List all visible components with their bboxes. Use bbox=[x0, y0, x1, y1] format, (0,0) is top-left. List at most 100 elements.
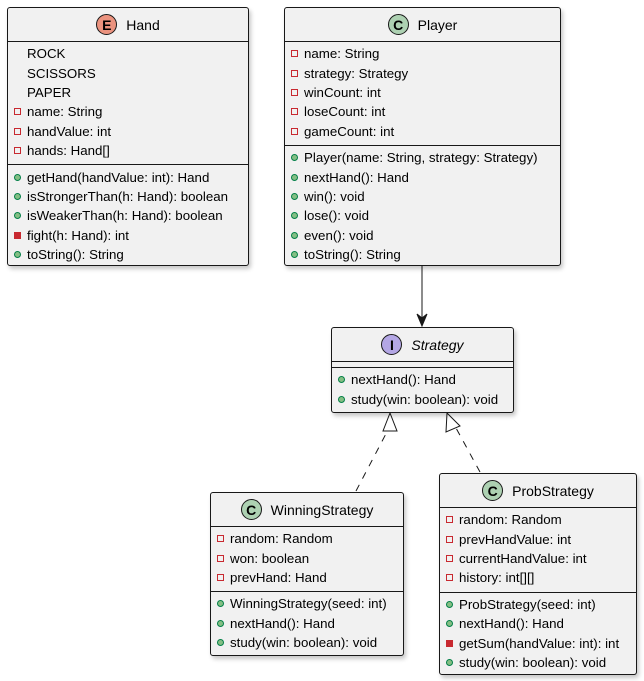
private-visibility-icon bbox=[217, 554, 224, 562]
field-text: hands: Hand[] bbox=[27, 143, 110, 159]
field-text: SCISSORS bbox=[27, 65, 96, 81]
enum-badge-icon: E bbox=[96, 14, 118, 35]
public-visibility-icon bbox=[291, 251, 298, 259]
method-row: WinningStrategy(seed: int) bbox=[211, 594, 403, 613]
public-visibility-icon bbox=[291, 173, 298, 181]
association-arrowhead bbox=[416, 313, 428, 328]
public-visibility-icon bbox=[446, 658, 453, 666]
class-header: C WinningStrategy bbox=[211, 493, 403, 526]
realization-arrowhead-winning bbox=[382, 411, 398, 432]
method-row: even(): void bbox=[285, 226, 560, 245]
class-name: Hand bbox=[126, 16, 160, 33]
field-row: won: boolean bbox=[211, 548, 403, 567]
public-visibility-icon bbox=[217, 600, 224, 608]
public-visibility-icon bbox=[14, 212, 21, 220]
class-name: Player bbox=[417, 16, 458, 33]
field-text: ROCK bbox=[27, 46, 66, 62]
field-row: name: String bbox=[285, 44, 560, 63]
methods-section: WinningStrategy(seed: int)nextHand(): Ha… bbox=[211, 591, 403, 656]
public-visibility-icon bbox=[14, 251, 21, 259]
public-visibility-icon bbox=[291, 192, 298, 200]
field-row: name: String bbox=[8, 102, 248, 121]
realization-winning-strategy bbox=[355, 427, 390, 492]
method-row: study(win: boolean): void bbox=[211, 633, 403, 652]
field-text: random: Random bbox=[459, 512, 562, 528]
method-row: nextHand(): Hand bbox=[332, 370, 513, 389]
private-method-visibility-icon bbox=[446, 639, 453, 647]
private-visibility-icon bbox=[291, 69, 298, 77]
fields-section: ROCK SCISSORS PAPER name: String handValue: … bbox=[8, 41, 248, 164]
field-text: PAPER bbox=[27, 84, 72, 100]
private-visibility-icon bbox=[14, 108, 21, 116]
method-text: nextHand(): Hand bbox=[459, 616, 564, 632]
field-row: strategy: Strategy bbox=[285, 63, 560, 82]
class-header: C Player bbox=[285, 8, 560, 41]
field-text: winCount: int bbox=[304, 84, 381, 100]
class-player[interactable]: C Player name: String strategy: Strategy w… bbox=[284, 7, 561, 266]
method-row: nextHand(): Hand bbox=[440, 614, 636, 633]
method-row: toString(): String bbox=[8, 245, 248, 264]
methods-section: Player(name: String, strategy: Strategy)… bbox=[285, 144, 560, 268]
field-row: loseCount: int bbox=[285, 102, 560, 121]
method-row: isWeakerThan(h: Hand): boolean bbox=[8, 206, 248, 225]
class-hand[interactable]: E Hand ROCK SCISSORS PAPER name: String hand… bbox=[7, 7, 249, 266]
field-row: history: int[][] bbox=[440, 568, 636, 587]
field-row: random: Random bbox=[211, 529, 403, 548]
class-header: I Strategy bbox=[332, 328, 513, 361]
class-name: ProbStrategy bbox=[512, 482, 594, 499]
field-row: prevHandValue: int bbox=[440, 529, 636, 548]
private-method-visibility-icon bbox=[14, 231, 21, 239]
class-badge-icon: C bbox=[240, 499, 262, 520]
private-visibility-icon bbox=[446, 535, 453, 543]
private-visibility-icon bbox=[446, 554, 453, 562]
method-text: nextHand(): Hand bbox=[304, 169, 409, 185]
methods-section: ProbStrategy(seed: int) nextHand(): Hand g… bbox=[440, 591, 636, 677]
realization-prob-strategy bbox=[455, 427, 481, 473]
method-row: nextHand(): Hand bbox=[285, 167, 560, 186]
field-row: ROCK bbox=[8, 44, 248, 63]
method-text: Player(name: String, strategy: Strategy) bbox=[304, 150, 538, 166]
private-visibility-icon bbox=[14, 147, 21, 155]
private-visibility-icon bbox=[291, 127, 298, 135]
private-visibility-icon bbox=[14, 127, 21, 135]
class-header: E Hand bbox=[8, 8, 248, 41]
method-text: WinningStrategy(seed: int) bbox=[230, 596, 387, 612]
field-row: gameCount: int bbox=[285, 122, 560, 141]
class-badge-icon: C bbox=[387, 14, 409, 35]
method-row: study(win: boolean): void bbox=[332, 389, 513, 408]
private-visibility-icon bbox=[217, 573, 224, 581]
private-visibility-icon bbox=[446, 516, 453, 524]
public-visibility-icon bbox=[217, 619, 224, 627]
field-text: handValue: int bbox=[27, 123, 112, 139]
public-visibility-icon bbox=[338, 395, 345, 403]
class-header: C ProbStrategy bbox=[440, 474, 636, 507]
private-visibility-icon bbox=[291, 108, 298, 116]
method-text: toString(): String bbox=[304, 247, 401, 263]
method-text: study(win: boolean): void bbox=[459, 654, 607, 670]
public-visibility-icon bbox=[446, 600, 453, 608]
method-row: toString(): String bbox=[285, 245, 560, 264]
method-row: getSum(handValue: int): int bbox=[440, 633, 636, 652]
method-text: getSum(handValue: int): int bbox=[459, 635, 620, 651]
private-visibility-icon bbox=[291, 50, 298, 58]
field-text: strategy: Strategy bbox=[304, 65, 409, 81]
field-text: prevHand: Hand bbox=[230, 569, 327, 585]
method-text: fight(h: Hand): int bbox=[27, 227, 129, 243]
method-row: lose(): void bbox=[285, 206, 560, 225]
field-row: hands: Hand[] bbox=[8, 141, 248, 160]
class-name: Strategy bbox=[411, 336, 464, 353]
field-text: gameCount: int bbox=[304, 123, 395, 139]
public-visibility-icon bbox=[291, 231, 298, 239]
method-row: study(win: boolean): void bbox=[440, 653, 636, 672]
class-name: WinningStrategy bbox=[270, 501, 374, 518]
private-visibility-icon bbox=[291, 88, 298, 96]
public-visibility-icon bbox=[291, 212, 298, 220]
method-row: ProbStrategy(seed: int) bbox=[440, 595, 636, 614]
interface-badge-icon: I bbox=[381, 334, 403, 355]
